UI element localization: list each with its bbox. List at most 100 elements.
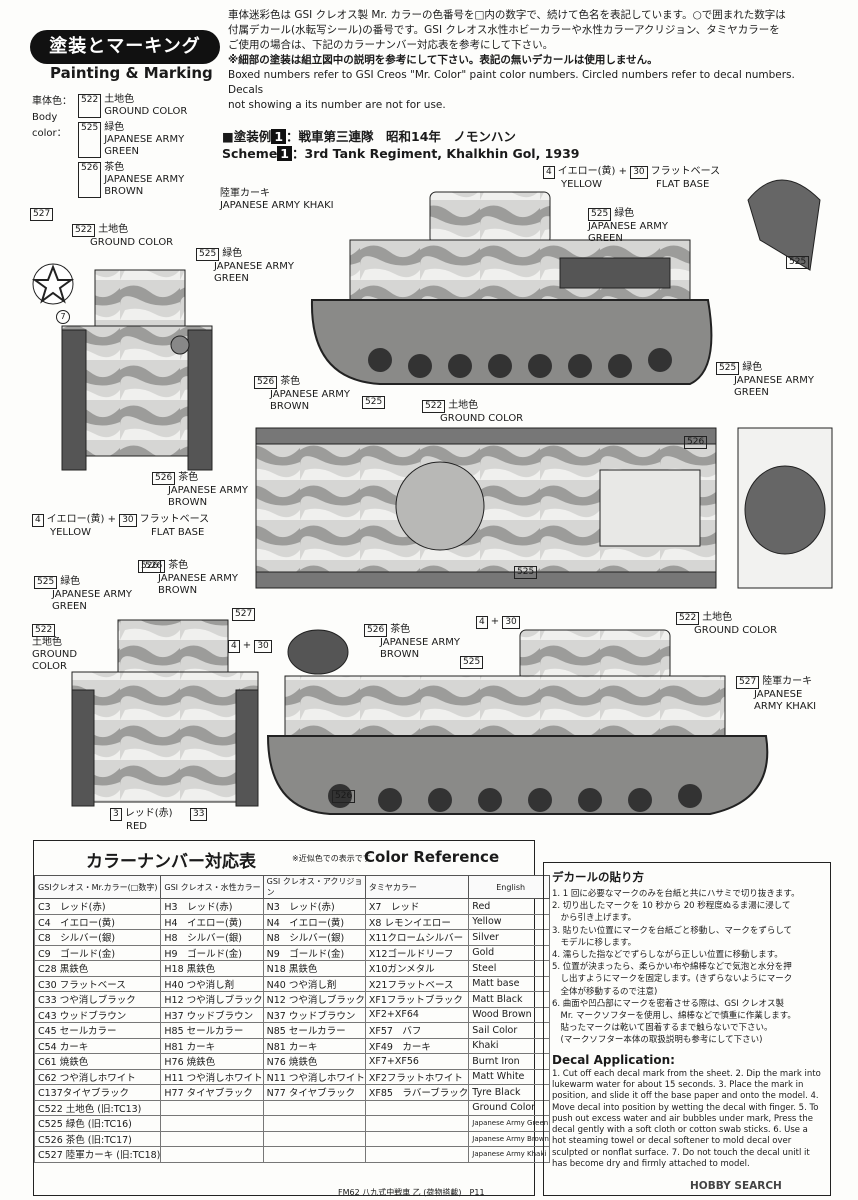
decal-step: し出すようにマークを固定します。(きずらないようにマーク — [552, 974, 793, 985]
table-cell: N12 つや消しブラック — [262, 991, 366, 1008]
table-cell: H18 黒鉄色 — [160, 960, 264, 977]
body-color-en1: Body — [32, 112, 58, 123]
callout-en: GREEN — [588, 233, 623, 244]
table-cell: N77 タイヤブラック — [262, 1084, 366, 1101]
col-header: タミヤカラー — [364, 875, 470, 899]
table-cell: XF49 カーキ — [364, 1037, 470, 1054]
callout-en: JAPANESE ARMY — [168, 485, 249, 496]
table-cell: H8 シルバー(銀) — [160, 929, 264, 946]
decal-step: モデルに移します。 — [552, 937, 637, 948]
callout-en: BROWN — [168, 497, 208, 508]
table-cell: H37 ウッドブラウン — [160, 1006, 264, 1023]
color-num: 525 — [716, 362, 740, 375]
decal-steps-jp: 1. 1 回に必要なマークのみを台紙と共にハサミで切り抜きます。2. 切り出した… — [552, 888, 822, 1047]
callout-en: GROUND COLOR — [440, 413, 524, 424]
table-cell: Steel — [468, 960, 550, 977]
table-row: C527 陸軍カーキ (旧:TC18)Japanese Army Khaki — [33, 1146, 550, 1163]
table-cell: N9 ゴールド(金) — [262, 944, 366, 961]
intro-line: 付属デカール(水転写シール)の番号です。GSI クレオス水性ホビーカラーや水性カ… — [228, 24, 780, 36]
callout-jp2: フラットベース — [139, 514, 210, 525]
color-jp: 土地色 — [104, 94, 135, 105]
table-cell: Japanese Army Green — [468, 1115, 550, 1132]
table-cell: C9 ゴールド(金) — [33, 944, 162, 961]
table-cell: H12 つや消しブラック — [160, 991, 264, 1008]
tag-526: 525 — [786, 256, 810, 269]
table-note: ※近似色での表示です — [292, 854, 371, 863]
callout-ground-rear: 522 土地色 GROUND COLOR — [32, 624, 77, 673]
table-cell: H81 カーキ — [160, 1037, 264, 1054]
color-table: GSIクレオス・Mr.カラー(□数字) GSI クレオス・水性カラー GSI ク… — [33, 875, 550, 1163]
callout-en: BROWN — [270, 401, 310, 412]
table-cell: C4 イエロー(黄) — [33, 913, 162, 930]
table-cell: N18 黒鉄色 — [262, 960, 366, 977]
callout-jp: 土地色 — [448, 400, 479, 411]
callout-jp: 茶色 — [168, 560, 189, 571]
body-color-jp: 車体色： — [32, 96, 72, 107]
table-cell: N4 イエロー(黄) — [262, 913, 366, 930]
color-reference-table: カラーナンバー対応表 ※近似色での表示です Color Reference GS… — [33, 840, 550, 1196]
callout-en: JAPANESE — [754, 689, 803, 700]
table-title-en: Color Reference — [364, 848, 500, 866]
tag-30: 30 — [502, 616, 520, 629]
table-header-row: GSIクレオス・Mr.カラー(□数字) GSI クレオス・水性カラー GSI ク… — [33, 875, 550, 899]
table-cell: X11クロームシルバー — [364, 929, 470, 946]
tag-525: 525 — [514, 566, 538, 579]
callout-en: JAPANESE ARMY — [734, 375, 815, 386]
tag-4: 4 — [476, 616, 488, 629]
col-header: GSIクレオス・Mr.カラー(□数字) — [33, 875, 162, 899]
table-cell: C525 緑色 (旧:TC16) — [33, 1115, 162, 1132]
callout-en: GREEN — [214, 273, 249, 284]
intro-line: 車体迷彩色は GSI クレオス製 Mr. カラーの色番号を□内の数字で、続けて色… — [228, 9, 786, 21]
callout-en: GREEN — [52, 601, 87, 612]
callout-jp: 陸軍カーキ — [762, 676, 813, 687]
color-num: 525 — [196, 248, 220, 261]
plus: + — [242, 640, 252, 651]
color-jp: 緑色 — [104, 122, 125, 133]
decal-instructions: デカールの貼り方 1. 1 回に必要なマークのみを台紙と共にハサミで切り抜きます… — [543, 862, 831, 1196]
intro-text: 車体迷彩色は GSI クレオス製 Mr. カラーの色番号を□内の数字で、続けて色… — [228, 8, 828, 113]
tag-527: 527 — [232, 608, 256, 621]
title-jp: 塗装とマーキング — [30, 30, 220, 64]
table-cell — [262, 1115, 366, 1132]
table-cell: H3 レッド(赤) — [160, 898, 264, 915]
decal-step: (マークソフター本体の取扱説明も参考にして下さい) — [552, 1035, 763, 1046]
decal-step: 6. 曲面や凹凸部にマークを密着させる際は、GSI クレオス製 — [552, 998, 785, 1009]
color-num: 527 — [736, 676, 760, 689]
callout-en: RED — [126, 821, 147, 832]
scheme-num-en: 1 — [277, 146, 292, 161]
scheme-en-prefix: Scheme — [222, 146, 278, 161]
scheme-jp-prefix: ■塗装例 — [222, 129, 272, 144]
decal-steps-en: 1. Cut off each decal mark from the shee… — [552, 1068, 821, 1170]
scheme-en-text: ：3rd Tank Regiment, Khalkhin Gol, 1939 — [292, 146, 580, 161]
table-cell — [364, 1146, 470, 1163]
table-cell — [262, 1146, 366, 1163]
table-cell: C527 陸軍カーキ (旧:TC18) — [33, 1146, 162, 1163]
callout-jp: 茶色 — [390, 624, 411, 635]
color-num: 522 — [72, 224, 96, 237]
callout-jp: 緑色 — [742, 362, 763, 373]
callout-jp: 茶色 — [178, 472, 199, 483]
table-cell: C30 フラットベース — [33, 975, 162, 992]
table-cell: Matt base — [468, 975, 550, 992]
callout-jp: 緑色 — [222, 248, 243, 259]
callout-jp: 陸軍カーキ — [220, 188, 270, 199]
decal-step: 2. 切り出したマークを 10 秒から 20 秒程度ぬるま湯に浸して — [552, 901, 791, 912]
body-color-label: 車体色： Body color： — [32, 96, 72, 140]
decal-step: 5. 位置が決まったら、柔らかい布や綿棒などで気泡と水分を押 — [552, 962, 792, 973]
callout-jp: 土地色 — [98, 224, 129, 235]
table-cell: C522 土地色 (旧:TC13) — [33, 1099, 162, 1116]
table-cell: Tyre Black — [468, 1084, 550, 1101]
callout-en: JAPANESE ARMY — [380, 637, 461, 648]
table-cell: Silver — [468, 929, 550, 946]
callout-en: BROWN — [380, 649, 420, 660]
body-color-en2: color： — [32, 128, 67, 139]
callout-en: BROWN — [158, 585, 198, 596]
table-cell: X12ゴールドリーフ — [364, 944, 470, 961]
